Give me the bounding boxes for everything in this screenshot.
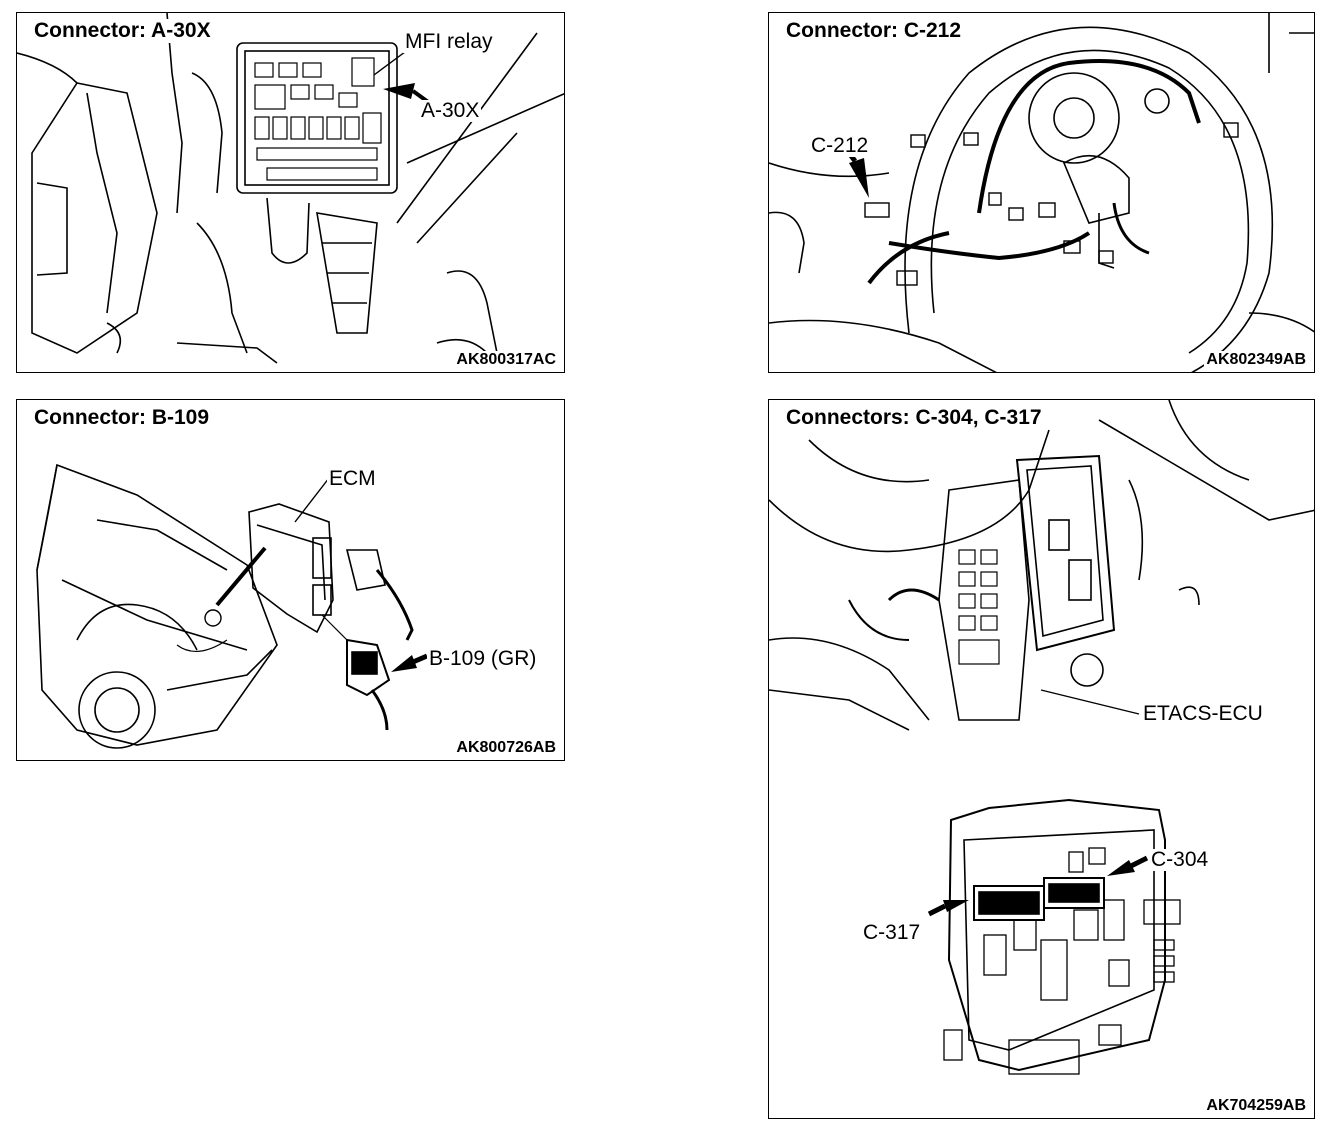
panel-title: Connector: C-212: [783, 19, 965, 43]
engine-bay-illustration: [17, 13, 564, 364]
panel-connector-a30x: Connector: A-30X MFI relay A-30X AK80031…: [16, 12, 565, 373]
figure-code: AK802349AB: [1204, 351, 1308, 369]
panel-connectors-c304-c317: Connectors: C-304, C-317 ETACS-ECU C-304…: [768, 399, 1315, 1119]
c317-label: C-317: [861, 921, 923, 945]
a30x-label: A-30X: [419, 99, 482, 123]
panel-title: Connectors: C-304, C-317: [783, 406, 1045, 430]
figure-code: AK800317AC: [454, 351, 558, 369]
panel-connector-b109: Connector: B-109 ECM B-109 (GR) AK800726…: [16, 399, 565, 761]
figure-code: AK800726AB: [454, 739, 558, 757]
mfi-relay-label: MFI relay: [403, 30, 495, 54]
panel-title: Connector: B-109: [31, 406, 213, 430]
c304-label: C-304: [1149, 848, 1211, 872]
ecm-label: ECM: [327, 467, 378, 491]
steering-wheel-illustration: [769, 13, 1314, 372]
panel-connector-c212: Connector: C-212 C-212 AK802349AB: [768, 12, 1315, 373]
figure-code: AK704259AB: [1204, 1097, 1308, 1115]
etacs-ecu-illustration: [769, 400, 1314, 1075]
c212-label: C-212: [809, 134, 871, 158]
panel-title: Connector: A-30X: [31, 19, 214, 43]
ecm-location-illustration: [36, 463, 428, 749]
b109-label: B-109 (GR): [427, 647, 539, 671]
etacs-ecu-label: ETACS-ECU: [1141, 702, 1265, 726]
